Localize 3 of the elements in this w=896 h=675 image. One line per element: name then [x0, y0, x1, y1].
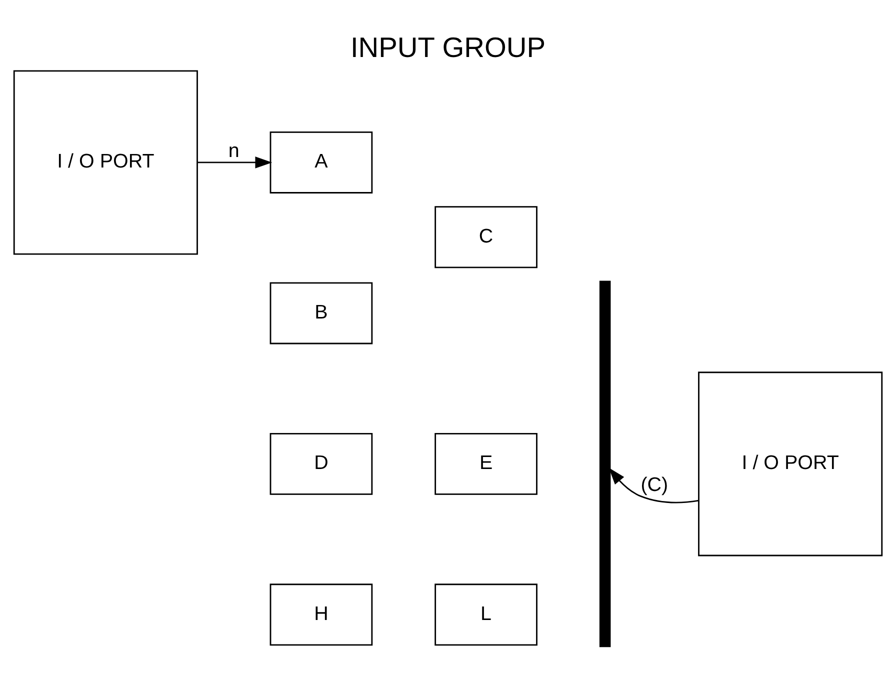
edge-label: n — [228, 140, 240, 162]
edge-label: (C) — [640, 474, 668, 496]
diagram-title: INPUT GROUP — [350, 30, 546, 63]
